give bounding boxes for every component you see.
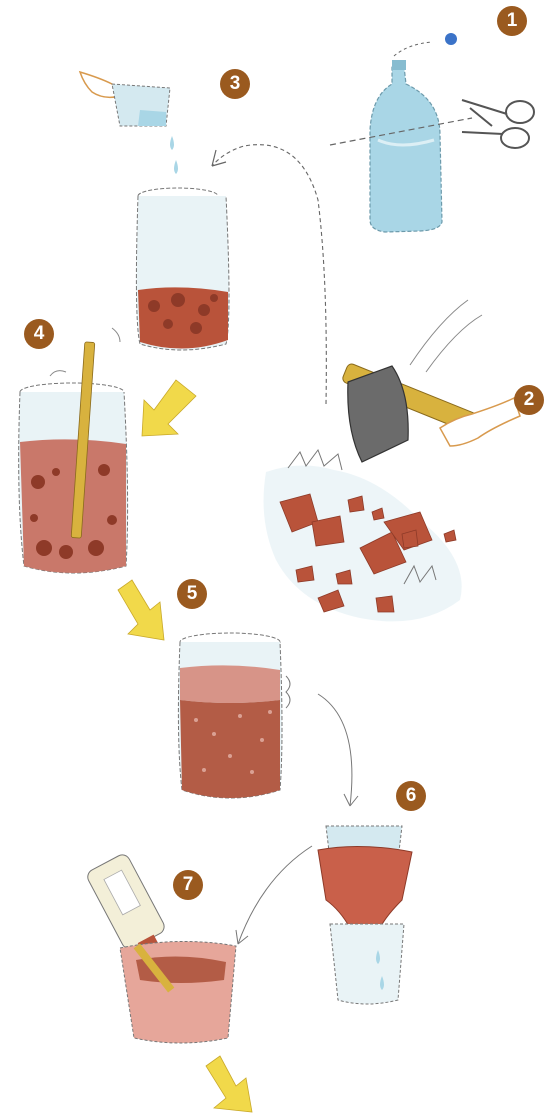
step-badge-6: 6: [396, 781, 426, 811]
crushed-area: [264, 465, 462, 621]
jar-with-red-water-icon: [19, 383, 128, 573]
jar-with-bricks-icon: [136, 188, 229, 350]
collection-glass-icon: [330, 924, 404, 1004]
yellow-arrow-2: [118, 580, 164, 640]
flow-arrow-5-6: [318, 694, 352, 806]
step-badge-3: 3: [220, 69, 250, 99]
motion-lines: [410, 300, 482, 372]
flow-arrowhead: [212, 150, 226, 166]
water-drops-icon: [170, 136, 178, 174]
yellow-arrow-1: [142, 380, 196, 436]
bottle-cap-icon: [394, 33, 457, 56]
hammer-icon: [341, 363, 488, 462]
step-badge-5: 5: [177, 579, 207, 609]
step-badge-2: 2: [514, 385, 544, 415]
step-badge-4: 4: [24, 319, 54, 349]
step-5-settle: [178, 633, 290, 798]
cup-icon: [112, 84, 170, 126]
bottle-icon: [370, 60, 442, 232]
step-badge-7: 7: [173, 870, 203, 900]
step-7-mix-pigment: [85, 852, 236, 1043]
filter-cloth-icon: [318, 846, 412, 928]
yellow-arrow-3: [206, 1056, 252, 1112]
flow-arrow-curve: [212, 145, 326, 404]
wobble-marks: [286, 676, 290, 708]
step-3-pour-water: [80, 72, 229, 350]
step-2-hammer-bricks: [264, 300, 520, 621]
step-1-bottle-scissors: [330, 33, 534, 232]
flow-arrow-6-7: [238, 846, 312, 944]
scissors-icon: [462, 100, 534, 148]
step-badge-1: 1: [497, 6, 527, 36]
step-6-filter: [318, 826, 412, 1004]
step-4-stir: [19, 328, 128, 573]
